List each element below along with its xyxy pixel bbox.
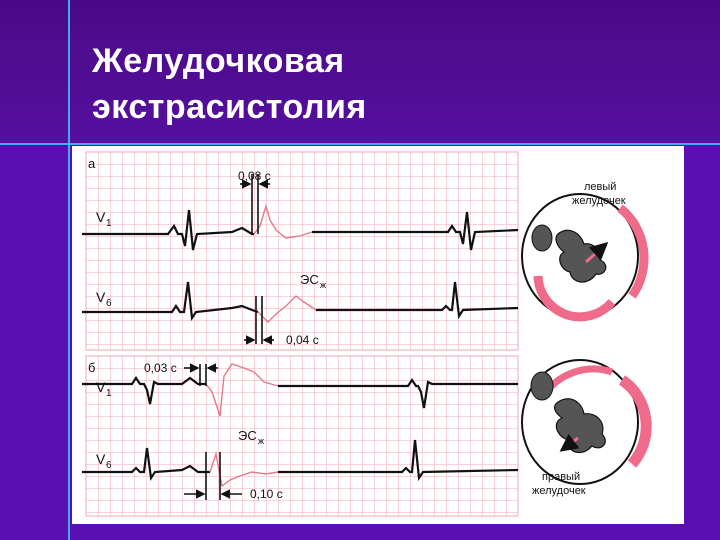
ecg-grid-a (85, 151, 519, 351)
ecg-trace-b-v6-es (209, 451, 279, 488)
ecg-trace-a-v6-es (257, 295, 317, 323)
ecg-trace-a-v1 (82, 209, 254, 251)
ecg-trace-a-v6 (82, 281, 259, 322)
ecg-grid-b (85, 355, 519, 517)
heart-b-caption-line-1: правый (542, 471, 580, 483)
ecg-trace-a-v6-cont (316, 281, 519, 320)
heart-illustration-left-ventricle (521, 193, 649, 322)
title-line-2: экстрасистолия (92, 88, 367, 126)
horizontal-accent-line (0, 143, 720, 145)
ecg-trace-b-v1-cont (278, 378, 518, 409)
slide-title: Желудочковая экстрасистолия (92, 38, 367, 130)
es-label-a-sub: ж (320, 280, 326, 290)
lead-a-v6: V (96, 289, 106, 305)
interval-marker-b-bottom (184, 452, 242, 500)
lead-b-v6-sub: 6 (106, 460, 112, 471)
lead-b-v6: V (96, 451, 106, 467)
ecg-trace-b-v1-es (205, 363, 279, 417)
panel-b-label: б (88, 360, 95, 375)
interval-marker-a-bottom (244, 296, 274, 345)
heart-a-caption-line-1: левый (584, 181, 616, 193)
title-band (0, 0, 720, 146)
lead-a-v1: V (96, 209, 106, 225)
es-label-b: ЭС (238, 428, 257, 443)
title-line-1: Желудочковая (92, 42, 345, 80)
ecg-illustration: а V 1 V 6 0,08 с 0,04 с ЭС ж б V 1 V 6 0… (82, 151, 652, 517)
heart-illustration-right-ventricle (521, 359, 652, 485)
interval-label-b-bottom: 0,10 с (250, 487, 283, 501)
interval-label-a-top: 0,08 с (238, 169, 271, 183)
panel-a-label: а (88, 156, 96, 171)
interval-marker-b-top (184, 363, 218, 386)
heart-b-caption-line-2: желудочек (532, 485, 586, 497)
ecg-trace-b-v1 (82, 376, 206, 405)
lead-a-v6-sub: 6 (106, 298, 112, 309)
interval-label-a-bottom: 0,04 с (286, 333, 319, 347)
lead-b-v1-sub: 1 (106, 388, 112, 399)
lead-b-v1: V (96, 379, 106, 395)
es-label-a: ЭС (300, 272, 319, 287)
ecg-trace-b-v6-cont (278, 439, 519, 482)
ecg-trace-b-v6 (82, 447, 210, 482)
interval-marker-a-top (240, 174, 270, 234)
es-label-b-sub: ж (258, 436, 264, 446)
ecg-trace-a-v1-cont (312, 211, 519, 251)
ecg-trace-a-v1-es (253, 203, 313, 239)
heart-a-caption-line-2: желудочек (572, 195, 626, 207)
lead-a-v1-sub: 1 (106, 218, 112, 229)
interval-label-b-top: 0,03 с (144, 361, 177, 375)
vertical-accent-line (68, 0, 70, 540)
ecg-figure: а V 1 V 6 0,08 с 0,04 с ЭС ж б V 1 V 6 0… (72, 146, 684, 524)
